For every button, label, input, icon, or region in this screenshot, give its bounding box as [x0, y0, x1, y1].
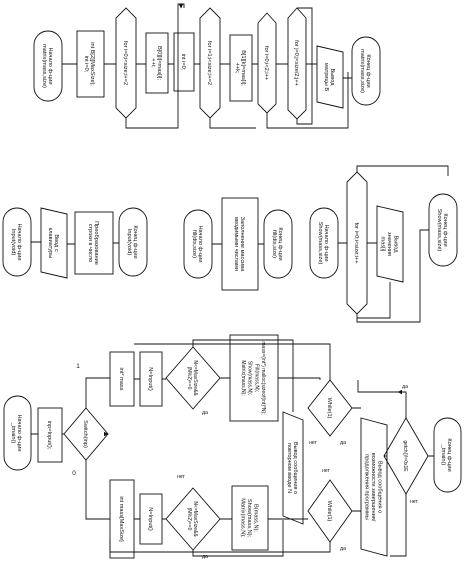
show-output-label: Выводзначенияmas[i] — [380, 232, 399, 256]
main-end-label: Конец ф-ции_tmain() — [440, 438, 452, 471]
main-input-label: inp=Input(); — [46, 421, 52, 450]
fill-function — [183, 197, 293, 291]
input-end-label: Конец ф-цииInput(void) — [126, 225, 138, 258]
matrix-assign1-block — [145, 32, 169, 94]
matrix-end-terminator — [351, 36, 381, 106]
input-convert-label: Преобразованиестроки в число — [87, 221, 99, 265]
show-loop-label: for i=0;i<size;i++ — [353, 222, 359, 263]
while-2-yes-label: да — [340, 546, 346, 552]
matrix-flow-lines — [62, 63, 352, 79]
dyn-cond-yes-label: да — [202, 410, 208, 416]
fill-process-label: Заполнение массивавводимыми числами — [233, 217, 245, 272]
main-switch-label: Switch(inp) — [82, 420, 88, 448]
case-0-label: 0 — [72, 470, 76, 477]
dyn-cond-diamond — [165, 346, 221, 410]
wrong-n-msg-label: Вывод сообщения оповторном вводе N — [286, 442, 298, 494]
main-end-terminator — [433, 417, 462, 493]
input-end-terminator — [118, 207, 148, 277]
static-n-input-label: N=Input() — [147, 507, 153, 531]
input-flow-lines — [31, 241, 119, 245]
static-calls-label: B(mass,N);Show(mass,N);Matrix(mass,N); — [240, 498, 259, 538]
show-function — [309, 165, 458, 323]
main-function — [3, 334, 462, 559]
matrix-arrow-a — [178, 3, 184, 9]
matrix-start-label: Начало ф-цииmatrix(mass,size) — [41, 44, 53, 88]
main-start-label: Начало ф-ции_tmain() — [10, 415, 22, 452]
dyn-decl-label: int* mass — [118, 367, 124, 390]
getch-yes-label: да — [402, 384, 408, 390]
matrix-loop1-label: for i=0;i<size;i+=2 — [122, 41, 128, 85]
matrix-output-label: Выводматрицы В — [323, 63, 335, 91]
static-calls-block — [231, 485, 269, 551]
main-input-block — [37, 407, 63, 463]
finish-msg-parallelogram — [360, 417, 388, 557]
wrong-n-msg-parallelogram — [282, 411, 304, 525]
while-2-no-label: нет — [322, 468, 330, 474]
main-loop-back-lines — [109, 339, 407, 557]
while-2-label: While(1) — [326, 501, 332, 522]
matrix-start-terminator — [33, 30, 63, 102]
static-cond-label: N<=MaxSize&&(N%2)==0 — [186, 501, 198, 537]
matrix-loop4-label: for j=0;j<size/2;j++ — [293, 40, 299, 86]
input-function — [2, 207, 148, 279]
dyn-n-input-label: N=Input() — [147, 367, 153, 391]
show-output-parallelogram — [376, 205, 404, 283]
flowchart-labels: Начало ф-цииmatrix(mass,size) int B[2][Ma… — [10, 40, 452, 560]
matrix-loop2-label: for i=1;i<size;i+=2 — [206, 41, 212, 85]
show-end-label: Конец ф-цииShow(mass,size) — [436, 209, 448, 252]
main-flow-lines — [31, 377, 434, 520]
matrix-decl-label: int B[2][MaxSize];int i=0; — [83, 42, 95, 86]
matrix-assign2-block — [229, 34, 253, 102]
show-loop-back-lines — [356, 165, 449, 323]
matrix-reset-block — [173, 32, 195, 92]
matrix-loop-back-lines — [125, 3, 349, 129]
input-keyboard-label: Ввод склавиатуры — [47, 228, 59, 258]
getch-label: getch()!=0x1E — [402, 440, 408, 472]
while-1-no-label: нет — [309, 440, 317, 446]
getch-no-label: нет — [410, 499, 418, 505]
matrix-end-label: Конец ф-цииmatrix(mass,size) — [359, 49, 371, 93]
matrix-output-parallelogram — [316, 45, 344, 109]
matrix-reset-label: int i=0; — [180, 54, 186, 71]
fill-start-label: Начало ф-цииfill(dts,size) — [191, 226, 203, 263]
static-cond-no-label: нет — [177, 474, 185, 480]
matrix-assign1-label: B[0][i]=mas[i];++i; — [150, 46, 162, 80]
fill-end-label: Конец ф-цииfill(dts,size) — [271, 227, 283, 260]
case-1-label: 1 — [76, 363, 80, 370]
dyn-calls-label: mass=(int*) malloc(sizeof(int)*N);Fill(m… — [240, 341, 266, 414]
input-keyboard-parallelogram — [40, 207, 68, 279]
input-start-label: Начало ф-цииInput(void) — [10, 224, 22, 261]
while-1-label: While(1) — [326, 398, 332, 419]
main-start-terminator — [3, 395, 32, 471]
matrix-assign2-label: B[1][k]=mas[i];++k; — [234, 50, 246, 86]
static-decl-label: int mass[MaxSize] — [118, 496, 124, 542]
while-1-yes-label: да — [340, 440, 346, 446]
while-1-diamond — [307, 379, 353, 437]
dyn-cond-label: N<=MaxSize&&(N%2)==0 — [186, 360, 198, 396]
matrix-loop3-label: for i=0;i<2;i++ — [263, 46, 269, 80]
finish-msg-label: Вывод сообщения овозможности завершения/… — [364, 453, 383, 522]
matrix-function — [33, 3, 381, 129]
show-start-label: Начало ф-цииShow(mass,size) — [317, 222, 329, 265]
static-cond-yes-label: да — [202, 554, 208, 560]
